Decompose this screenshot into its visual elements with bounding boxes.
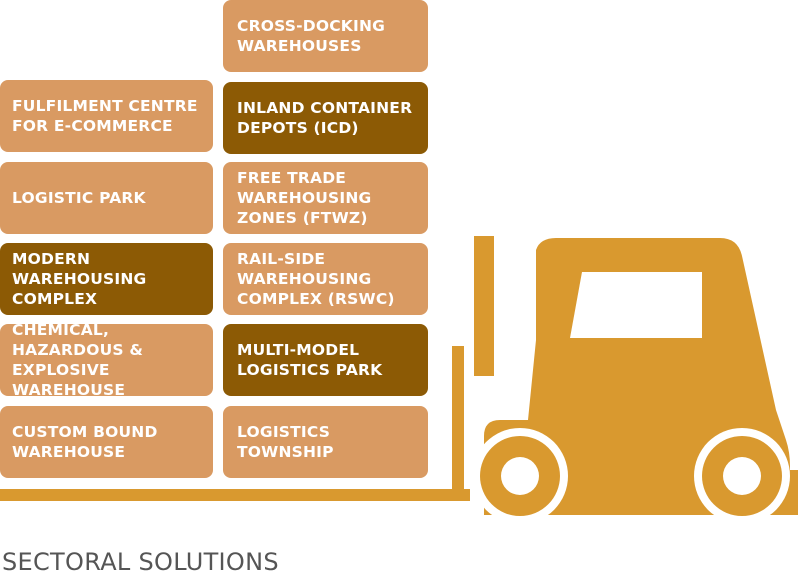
box-logistics-township: LOGISTICS TOWNSHIP xyxy=(223,406,428,478)
box-multi-model-logistics-park: MULTI-MODEL LOGISTICS PARK xyxy=(223,324,428,396)
box-free-trade-warehousing: FREE TRADE WAREHOUSING ZONES (FTWZ) xyxy=(223,162,428,234)
box-custom-bound-warehouse: CUSTOM BOUND WAREHOUSE xyxy=(0,406,213,478)
box-fulfilment-centre: FULFILMENT CENTRE FOR E-COMMERCE xyxy=(0,80,213,152)
box-rail-side-warehousing: RAIL-SIDE WAREHOUSING COMPLEX (RSWC) xyxy=(223,243,428,315)
box-chemical-hazardous-explosive: CHEMICAL, HAZARDOUS & EXPLOSIVE WAREHOUS… xyxy=(0,321,213,399)
box-inland-container-depots: INLAND CONTAINER DEPOTS (ICD) xyxy=(223,82,428,154)
caption: SECTORAL SOLUTIONS xyxy=(2,548,279,576)
box-logistic-park: LOGISTIC PARK xyxy=(0,162,213,234)
box-modern-warehousing-complex: MODERN WAREHOUSING COMPLEX xyxy=(0,243,213,315)
box-cross-docking: CROSS-DOCKING WAREHOUSES xyxy=(223,0,428,72)
